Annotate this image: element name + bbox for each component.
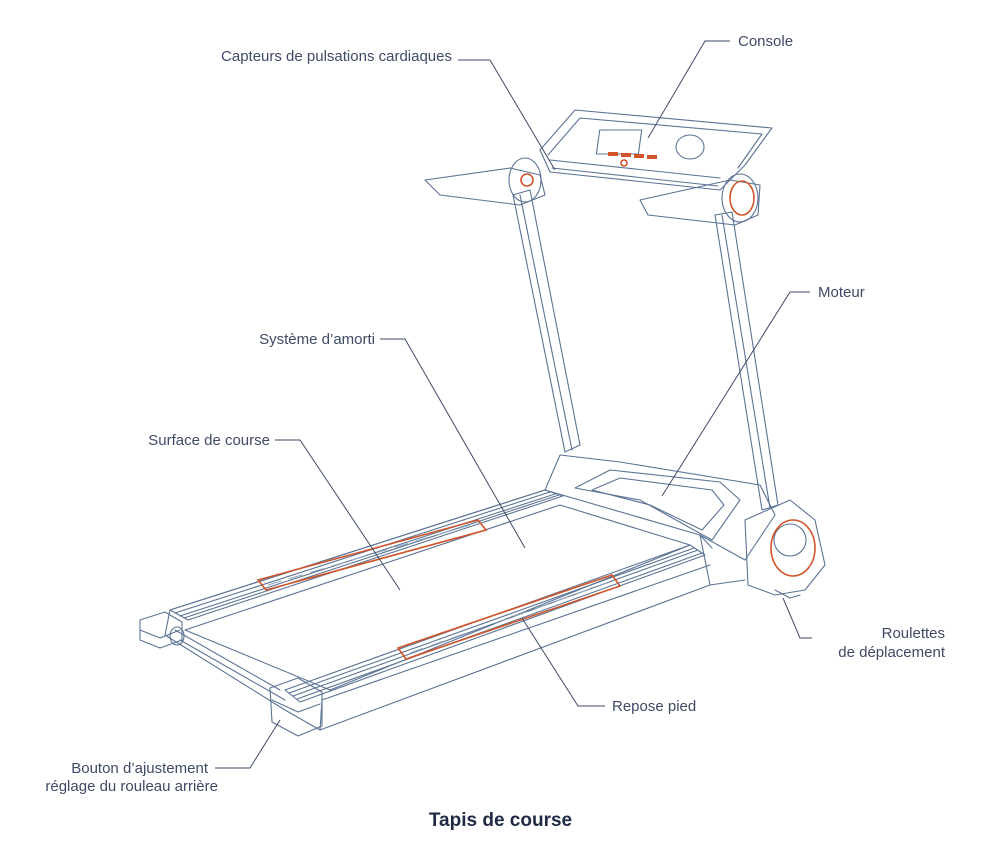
label-console: Console	[738, 33, 794, 50]
leader-wheels	[782, 597, 812, 639]
label-heart-sensors: Capteurs de pulsations cardiaques	[221, 48, 452, 65]
left-foot-rest	[256, 519, 488, 591]
leader-running-surface	[275, 439, 401, 591]
leader-console	[647, 40, 730, 139]
right-foot-rest	[396, 574, 622, 660]
console-buttons	[608, 152, 657, 159]
left-upright	[512, 189, 581, 453]
label-wheels-line2: de déplacement	[838, 644, 945, 661]
label-adjust-line2: réglage du rouleau arrière	[45, 778, 218, 795]
label-running-surface: Surface de course	[148, 432, 270, 449]
label-adjust-line1: Bouton d’ajustement	[71, 760, 208, 777]
leader-cushioning	[380, 338, 526, 549]
wheel-accent	[770, 519, 816, 577]
rear-roller	[174, 629, 286, 701]
label-wheels-line1: Roulettes	[881, 625, 945, 642]
heart-sensor-dot	[520, 173, 534, 187]
leader-motor	[661, 291, 810, 497]
rear-left-cap	[139, 611, 183, 649]
right-handlebar	[639, 179, 761, 226]
console-body	[539, 109, 773, 191]
label-foot-rest: Repose pied	[612, 698, 697, 715]
handlebar-accent	[729, 180, 755, 216]
left-rail	[169, 489, 564, 621]
motor-hood	[544, 454, 776, 561]
right-rail	[284, 544, 706, 703]
rear-right-cap	[269, 677, 323, 737]
left-handlebar	[424, 167, 546, 206]
leader-adjust	[215, 719, 281, 769]
label-motor: Moteur	[818, 284, 865, 301]
motor-housing	[744, 499, 826, 596]
diagram-title: Tapis de course	[428, 810, 573, 831]
leader-foot-rest	[521, 617, 605, 707]
label-cushioning: Système d’amorti	[259, 331, 375, 348]
leader-heart-sensors	[458, 59, 556, 171]
deck-frame	[164, 489, 711, 731]
